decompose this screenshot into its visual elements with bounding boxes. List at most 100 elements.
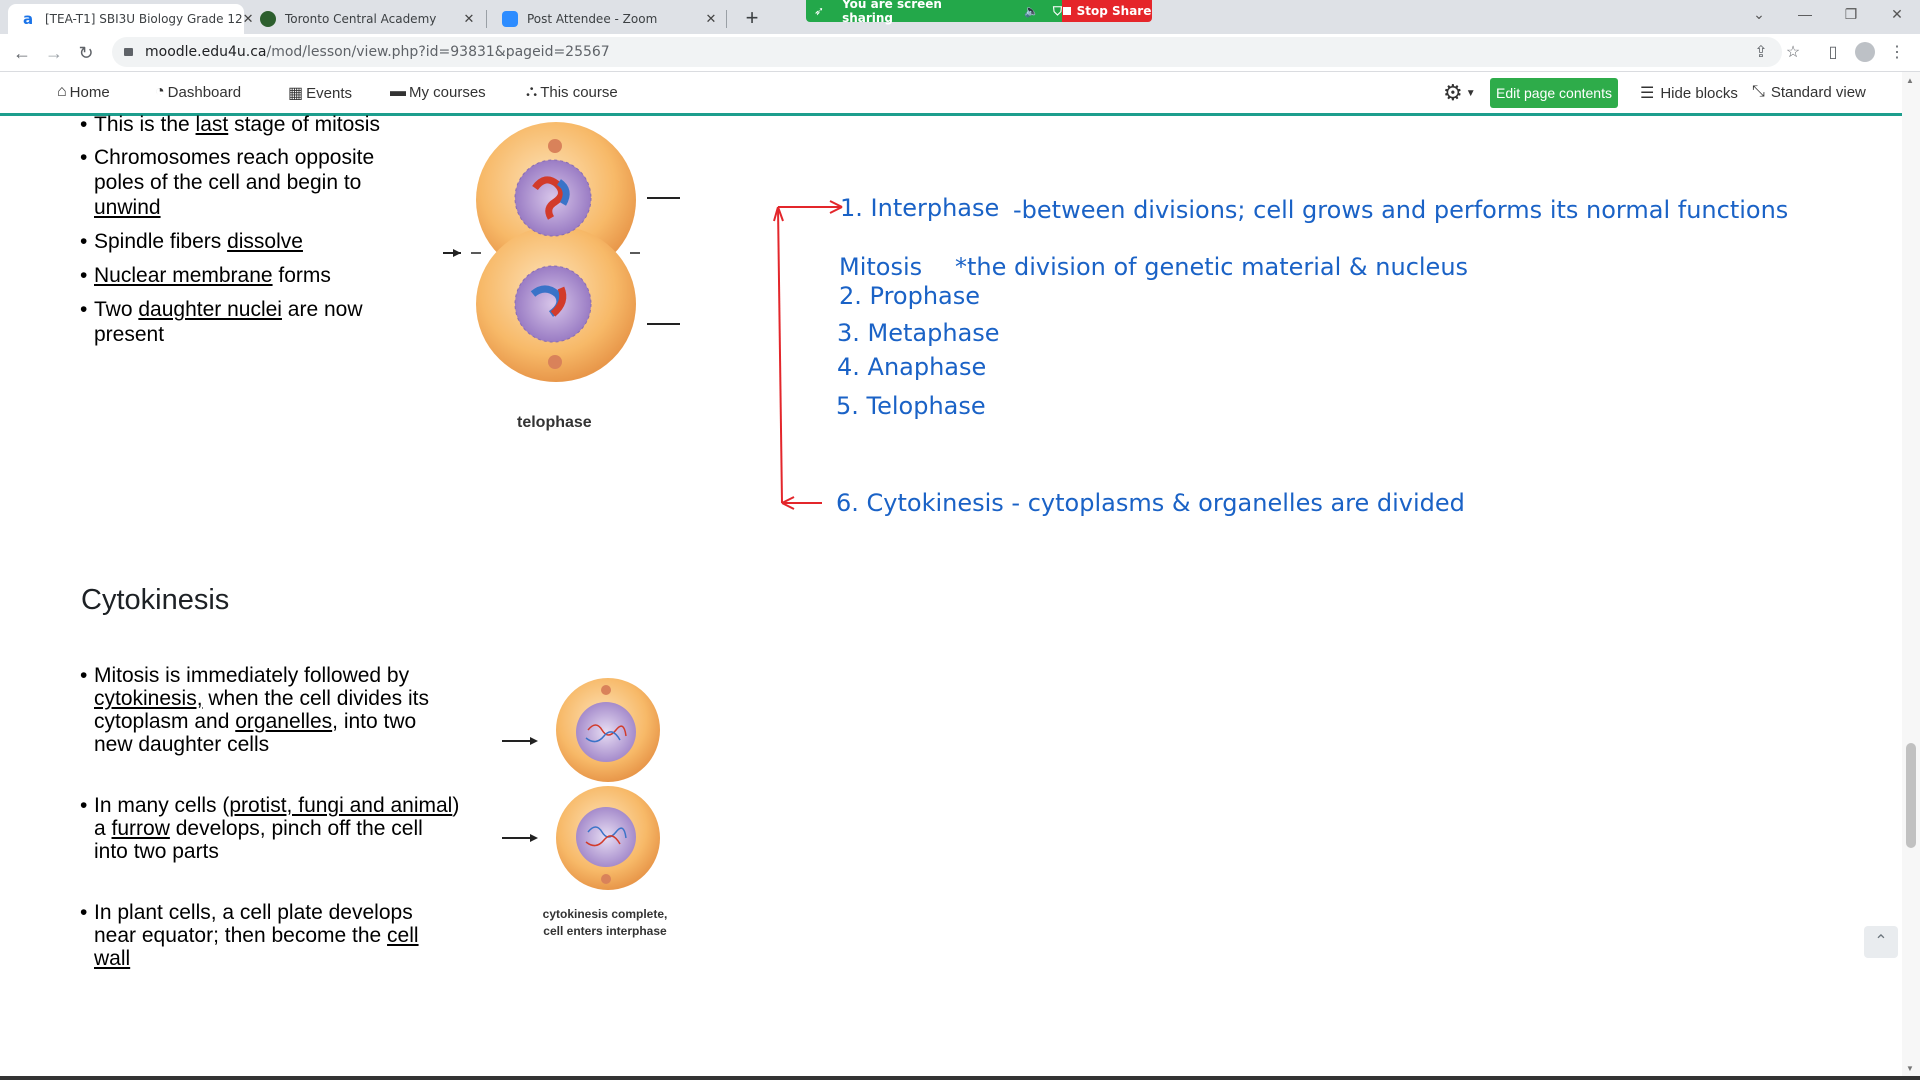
calendar-icon: ▦	[288, 85, 304, 102]
minimize-icon[interactable]: —	[1798, 6, 1812, 22]
audio-icon[interactable]: 🔈	[1024, 4, 1039, 18]
bullet-item: Chromosomes reach opposite poles of the …	[80, 145, 400, 220]
taskbar-edge	[0, 1076, 1920, 1080]
bullet-text: Spindle fibers	[94, 230, 228, 253]
chromatin	[585, 835, 621, 847]
telophase-caption: telophase	[517, 414, 592, 431]
caption-line: cell enters interphase	[543, 924, 667, 938]
security-icon[interactable]: ⛉	[1052, 3, 1062, 18]
arrow-head	[453, 249, 461, 257]
zoom-icon	[502, 11, 518, 27]
centrosome	[548, 355, 562, 369]
scrollbar-thumb[interactable]	[1906, 743, 1916, 848]
tab-toronto-central-academy[interactable]: Toronto Central Academy ✕	[248, 4, 480, 34]
note-telophase: 5. Telophase	[836, 392, 986, 420]
tab-zoom[interactable]: Post Attendee - Zoom ✕	[490, 4, 722, 34]
caption-line: cytokinesis complete,	[542, 907, 668, 921]
list-icon: ☰	[1640, 85, 1655, 102]
centrosome	[601, 685, 611, 695]
hide-blocks-button[interactable]: ☰ Hide blocks	[1640, 83, 1738, 103]
restore-icon[interactable]: ❐	[1844, 6, 1858, 22]
scroll-down-arrow-icon[interactable]: ▼	[1906, 1064, 1914, 1073]
browser-menu-icon[interactable]: ⋮	[1889, 44, 1905, 61]
arrow-head	[530, 834, 538, 842]
bullet-text: This is the	[94, 113, 196, 136]
arrow-head	[773, 206, 784, 222]
lock-icon[interactable]	[124, 48, 133, 56]
standard-view-label: Standard view	[1770, 83, 1866, 101]
address-bar[interactable]: moodle.edu4u.ca/mod/lesson/view.php?id=9…	[112, 37, 1782, 67]
bullet-item: Two daughter nuclei are now present	[80, 297, 384, 347]
bracket-line	[777, 206, 783, 504]
browser-toolbar: ← → ↻ moodle.edu4u.ca/mod/lesson/view.ph…	[0, 34, 1920, 72]
back-to-top-button[interactable]: ⌃	[1864, 926, 1898, 958]
scroll-up-arrow-icon[interactable]: ▲	[1906, 76, 1914, 85]
nav-events-label: Events	[306, 84, 352, 102]
tab-title: Post Attendee - Zoom	[527, 12, 658, 26]
forward-icon[interactable]: →	[45, 43, 63, 63]
red-bracket-arrow	[773, 200, 843, 510]
share-page-icon[interactable]: ⇪	[1754, 44, 1768, 61]
bullet-item: In many cells (protist, fungi and animal…	[80, 794, 460, 863]
bullet-item: Mitosis is immediately followed by cytok…	[80, 664, 460, 756]
bullet-underlined: unwind	[94, 196, 161, 219]
tab-search-icon[interactable]: ⌄	[1753, 6, 1765, 22]
arrow-head	[530, 737, 538, 745]
settings-menu[interactable]: ⚙▼	[1443, 80, 1476, 106]
nav-dashboard-label: Dashboard	[167, 83, 242, 101]
nav-home[interactable]: ⌂Home	[57, 83, 110, 101]
academy-logo-icon	[260, 11, 276, 27]
bookmark-star-icon[interactable]: ☆	[1785, 44, 1801, 61]
back-icon[interactable]: ←	[13, 43, 31, 63]
edit-page-contents-button[interactable]: Edit page contents	[1490, 78, 1618, 108]
hide-blocks-label: Hide blocks	[1660, 84, 1738, 102]
reload-icon[interactable]: ↻	[78, 43, 94, 63]
share-icon: ➶	[814, 4, 825, 18]
note-mitosis-description: *the division of genetic material & nucl…	[955, 253, 1469, 281]
upper-nucleus	[514, 159, 592, 237]
cytokinesis-bullets: Mitosis is immediately followed by cytok…	[80, 664, 460, 979]
close-icon[interactable]: ✕	[705, 11, 717, 27]
moodle-icon: a	[22, 10, 34, 28]
stop-share-button[interactable]: Stop Share	[1062, 0, 1152, 22]
nav-this-course-label: This course	[540, 83, 618, 101]
tab-title: [TEA-T1] SBI3U Biology Grade 12	[45, 12, 243, 26]
nav-home-label: Home	[69, 83, 110, 101]
nav-events[interactable]: ▦Events	[288, 83, 352, 103]
gear-icon: ⚙	[1443, 80, 1463, 105]
url-host: moodle.edu4u.ca	[145, 44, 267, 60]
nav-my-courses-label: My courses	[409, 83, 486, 101]
note-mitosis-label: Mitosis	[839, 253, 923, 281]
nav-this-course[interactable]: ⛬This course	[526, 83, 618, 101]
tab-title: Toronto Central Academy	[285, 12, 437, 26]
tab-biology-course[interactable]: a [TEA-T1] SBI3U Biology Grade 12 ✕	[8, 4, 254, 34]
telophase-bullets: This is the last stage of mitosis Chromo…	[80, 112, 400, 356]
arrow-head	[829, 200, 843, 214]
side-panel-icon[interactable]: ▯	[1828, 44, 1838, 61]
bullet-underlined: Nuclear membrane	[94, 264, 273, 287]
close-window-icon[interactable]: ✕	[1891, 6, 1903, 22]
new-tab-button[interactable]: +	[745, 5, 759, 30]
briefcase-icon: ▬	[390, 83, 406, 100]
note-interphase: 1. Interphase	[840, 194, 1000, 222]
moodle-navbar: ⌂Home ◔Dashboard ▦Events ▬My courses ⛬Th…	[0, 72, 1902, 116]
chromosome	[532, 176, 565, 220]
stop-icon	[1062, 7, 1071, 15]
chromatin	[585, 731, 621, 743]
bullet-underlined: last	[195, 113, 229, 136]
centrosome	[548, 139, 562, 153]
telophase-cell-illustration	[443, 122, 680, 382]
bullet-text: forms	[272, 264, 331, 287]
centrosome	[601, 874, 611, 884]
standard-view-button[interactable]: ⤡Standard view	[1752, 83, 1866, 101]
close-icon[interactable]: ✕	[463, 11, 475, 27]
profile-avatar-icon[interactable]	[1854, 42, 1876, 64]
nav-dashboard[interactable]: ◔Dashboard	[155, 83, 241, 101]
stop-share-label: Stop Share	[1076, 4, 1152, 18]
nav-my-courses[interactable]: ▬My courses	[390, 83, 486, 101]
page-scrollbar[interactable]	[1902, 72, 1920, 1080]
cytokinesis-caption: cytokinesis complete, cell enters interp…	[541, 906, 669, 940]
bullet-text: stage of mitosis	[228, 113, 380, 136]
chromosome	[556, 179, 570, 206]
close-icon[interactable]: ✕	[242, 11, 254, 27]
